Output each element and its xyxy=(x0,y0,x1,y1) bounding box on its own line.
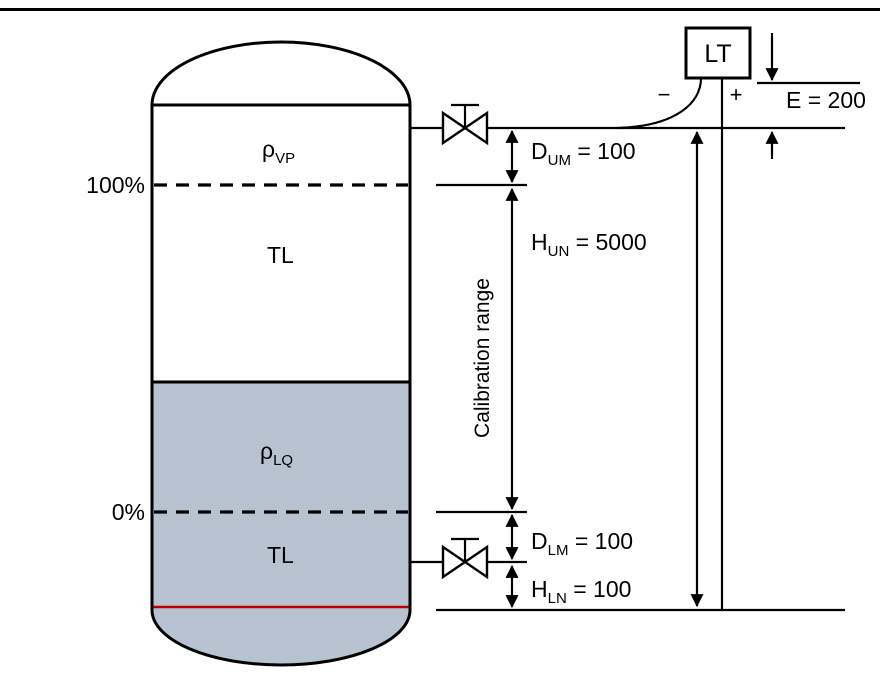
tangent-line-upper-label: TL xyxy=(267,242,294,268)
liquid-fill xyxy=(152,382,410,665)
tank-outline xyxy=(150,40,412,667)
calibration-range-label: Calibration range xyxy=(471,278,494,438)
lower-valve-body-icon xyxy=(441,544,489,580)
hln-dim-label: HLN = 100 xyxy=(531,576,631,607)
minus-port-sign: − xyxy=(658,82,671,107)
upper-valve-body-icon xyxy=(441,110,489,146)
tangent-line-lower-label: TL xyxy=(267,542,294,568)
e-dim-label: E = 200 xyxy=(786,87,866,113)
plus-port-sign: + xyxy=(730,82,743,107)
dlm-dim-label: DLM = 100 xyxy=(531,528,633,559)
minus-impulse-curve xyxy=(617,77,703,130)
hun-dim-label: HUN = 5000 xyxy=(531,229,647,260)
dum-dim-label: DUM = 100 xyxy=(531,138,636,169)
liquid-density-label: ρLQ xyxy=(260,438,293,469)
upper-isolation-valve xyxy=(441,103,489,146)
level-transmitter-box xyxy=(684,26,752,80)
vapor-density-label: ρVP xyxy=(262,136,295,167)
level-0-label: 0% xyxy=(112,499,145,525)
level-100-label: 100% xyxy=(86,172,145,198)
top-rule xyxy=(0,8,880,11)
lower-isolation-valve xyxy=(441,537,489,580)
level-transmitter-label: LT xyxy=(704,40,731,68)
